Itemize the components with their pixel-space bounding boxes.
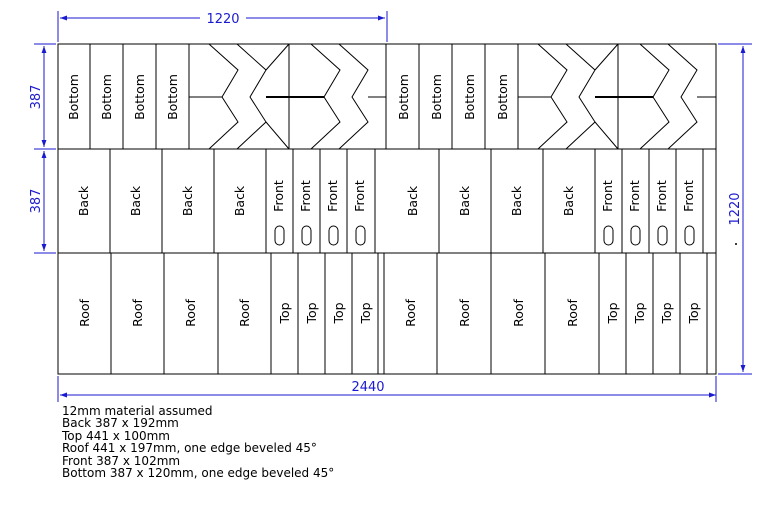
bottom-label: Bottom (165, 74, 180, 120)
front-label: Front (298, 180, 313, 212)
roof-label: Roof (457, 298, 472, 326)
roof-label: Roof (237, 298, 252, 326)
top-label: Top (277, 302, 292, 324)
row-roof-top-panels: Roof Roof Roof Roof Top Top Top Top Roof… (77, 253, 708, 374)
front-label: Front (352, 180, 367, 212)
roof-label: Roof (130, 298, 145, 326)
note-line: 12mm material assumed (62, 404, 213, 418)
bottom-label: Bottom (99, 74, 114, 120)
dim-row2-height: 387 (29, 189, 44, 214)
back-label: Back (457, 185, 472, 216)
front-label: Front (600, 180, 615, 212)
front-label: Front (654, 180, 669, 212)
row-bottom-panels: Bottom Bottom Bottom Bottom Bottom Botto… (66, 44, 519, 149)
dim-right-height: 1220 (728, 192, 743, 225)
back-label: Back (561, 185, 576, 216)
top-label: Top (358, 302, 373, 324)
sheet-outline (57, 43, 717, 375)
back-label: Back (76, 185, 91, 216)
back-label: Back (405, 185, 420, 216)
top-label: Top (605, 302, 620, 324)
zigzag-cut-pieces (189, 43, 716, 150)
material-notes: 12mm material assumed Back 387 x 192mm T… (62, 404, 335, 481)
note-line: Top 441 x 100mm (62, 428, 170, 443)
roof-label: Roof (77, 298, 92, 326)
top-label: Top (632, 302, 647, 324)
plywood-sheet (57, 43, 717, 375)
dim-bottom-width: 2440 (351, 380, 384, 395)
front-label: Front (325, 180, 340, 212)
back-label: Back (509, 185, 524, 216)
top-label: Top (331, 302, 346, 324)
top-label: Top (304, 302, 319, 324)
row-back-front-panels: Back Back Back Back Front Front Front Fr… (76, 149, 704, 253)
bottom-label: Bottom (495, 74, 510, 120)
roof-label: Roof (565, 298, 580, 326)
roof-label: Roof (183, 298, 198, 326)
front-label: Front (627, 180, 642, 212)
bottom-label: Bottom (462, 74, 477, 120)
bottom-label: Bottom (429, 74, 444, 120)
small-dot (735, 243, 737, 245)
back-label: Back (128, 185, 143, 216)
note-line: Back 387 x 192mm (62, 416, 179, 431)
back-label: Back (180, 185, 195, 216)
bottom-label: Bottom (396, 74, 411, 120)
dimension-lines (34, 11, 752, 402)
note-line: Roof 441 x 197mm, one edge beveled 45° (62, 441, 317, 456)
dim-top-width: 1220 (206, 12, 239, 27)
roof-label: Roof (403, 298, 418, 326)
bottom-label: Bottom (66, 74, 81, 120)
note-line: Bottom 387 x 120mm, one edge beveled 45° (62, 466, 335, 481)
note-line: Front 387 x 102mm (62, 453, 181, 468)
front-label: Front (271, 180, 286, 212)
roof-label: Roof (511, 298, 526, 326)
top-label: Top (659, 302, 674, 324)
back-label: Back (232, 185, 247, 216)
front-label: Front (681, 180, 696, 212)
top-label: Top (686, 302, 701, 324)
dim-row1-height: 387 (29, 85, 44, 110)
bottom-label: Bottom (132, 74, 147, 120)
